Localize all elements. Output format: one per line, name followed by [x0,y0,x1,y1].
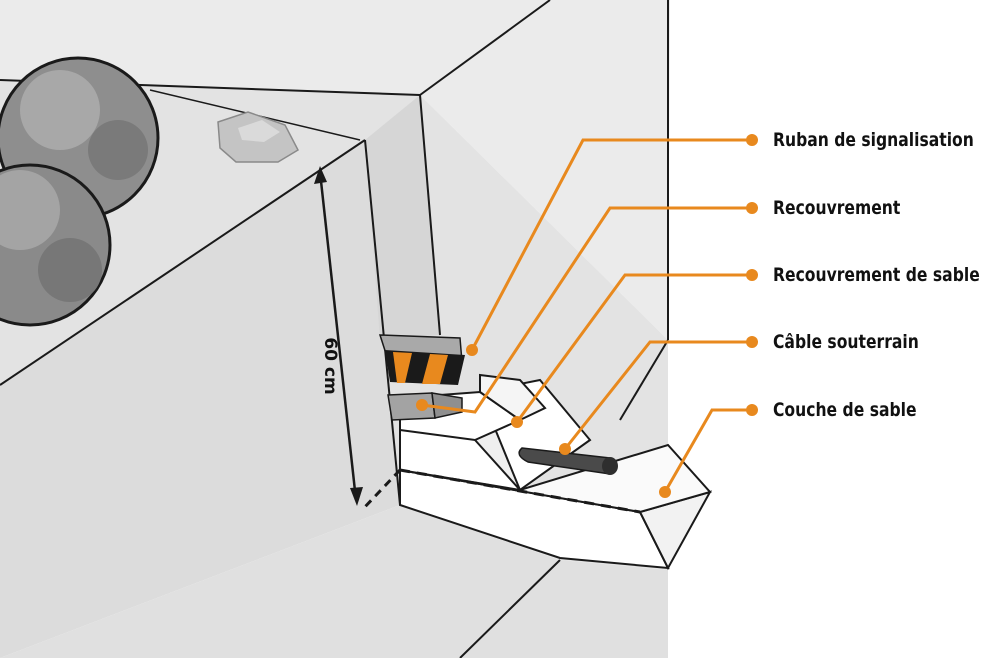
rock-icon [217,111,299,163]
depth-dimension-label: 60 cm [320,337,340,395]
ground-edge-line [0,139,366,386]
label-backfill: Recouvrement [773,197,901,219]
ground-edge-line [419,0,551,96]
bullet-dot-icon [466,344,478,356]
label-sand-layer: Couche de sable [773,399,917,421]
bullet-dot-icon [746,404,758,416]
cable-icon [518,447,618,475]
ground-edge-line [419,94,441,336]
leader-line-sand-layer [663,408,752,493]
label-warning-tape: Ruban de signalisation [773,129,974,151]
label-sand-cover: Recouvrement de sable [773,264,980,286]
warning-tape-icon [385,350,465,385]
bullet-dot-icon [416,399,428,411]
leader-line-backfill [421,206,752,414]
backfill-side [479,373,547,422]
bullet-dot-icon [746,134,758,146]
hidden-edge-line [399,468,641,514]
leader-line-warning-tape [470,138,752,351]
ground-edge-line [364,139,401,506]
leader-line-sand-cover [515,273,752,423]
bullet-dot-icon [559,443,571,455]
bullet-dot-icon [746,336,758,348]
trench-cut-face [0,140,400,658]
leader-line-cable [563,340,752,450]
label-underground-cable: Câble souterrain [773,331,919,353]
depth-dimension-arrow [314,166,363,506]
bullet-dot-icon [746,202,758,214]
lower-ground [0,505,668,658]
bullet-dot-icon [659,486,671,498]
trench-back-wall [365,95,440,340]
shrub-icon [0,163,112,327]
ground-edge-line [459,559,561,658]
ground-edge-line [619,339,669,421]
bullet-dot-icon [511,416,523,428]
hidden-edge-line [360,468,402,512]
bullet-dot-icon [746,269,758,281]
